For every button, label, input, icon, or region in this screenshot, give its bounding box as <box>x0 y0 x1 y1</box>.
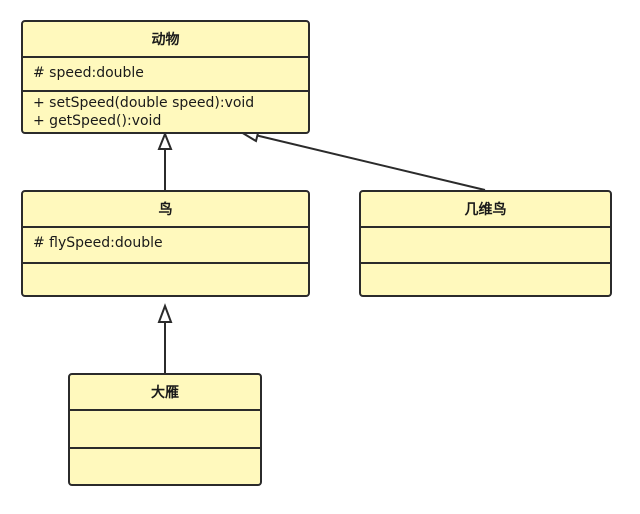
generalization-arrowhead-icon <box>157 303 173 323</box>
methods-section <box>361 264 610 270</box>
attributes-section: # speed:double <box>23 58 308 92</box>
attribute: # flySpeed:double <box>33 235 163 251</box>
attribute: # speed:double <box>33 65 144 81</box>
class-name: 几维鸟 <box>361 192 610 228</box>
attributes-section <box>70 411 260 449</box>
method: + setSpeed(double speed):void <box>33 95 255 111</box>
class-animal[interactable]: 动物 # speed:double + setSpeed(double spee… <box>21 20 310 134</box>
methods-section <box>70 449 260 455</box>
method: + getSpeed():void <box>33 113 162 129</box>
class-goose[interactable]: 大雁 <box>68 373 262 486</box>
class-bird[interactable]: 鸟 # flySpeed:double <box>21 190 310 297</box>
class-name: 动物 <box>23 22 308 58</box>
generalization-arrowhead-icon <box>157 131 173 150</box>
edge-goose-to-bird <box>157 303 173 374</box>
class-name: 鸟 <box>23 192 308 228</box>
attributes-section: # flySpeed:double <box>23 228 308 264</box>
methods-section <box>23 264 308 270</box>
attributes-section <box>361 228 610 264</box>
methods-section: + setSpeed(double speed):void + getSpeed… <box>23 92 308 130</box>
edge-kiwi-to-animal <box>238 127 486 191</box>
class-kiwi[interactable]: 几维鸟 <box>359 190 612 297</box>
edge-bird-to-animal <box>157 131 173 191</box>
class-name: 大雁 <box>70 375 260 411</box>
